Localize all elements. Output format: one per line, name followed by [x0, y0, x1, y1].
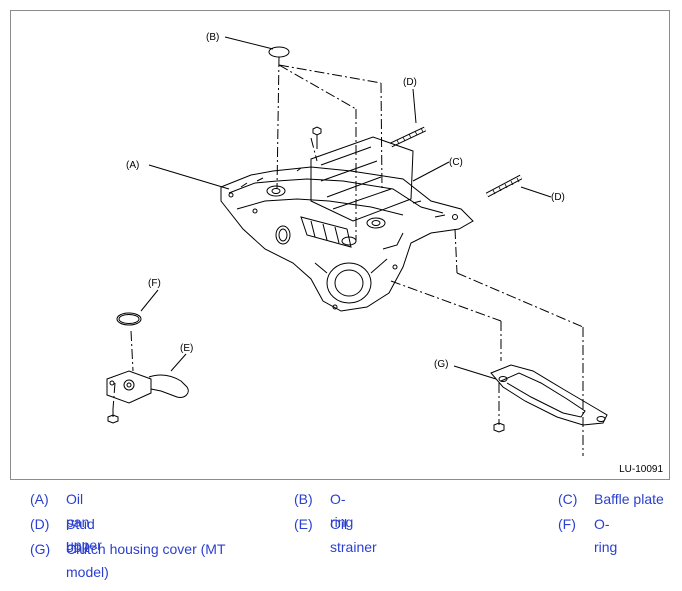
- callout-c: (C): [449, 157, 463, 168]
- legend-key: (F): [558, 516, 576, 532]
- callout-g: (G): [434, 359, 448, 370]
- legend-label: Stud bolt: [66, 516, 95, 555]
- callout-b: (B): [206, 32, 219, 43]
- legend-key: (A): [30, 491, 49, 507]
- legend-label-continued: model): [66, 564, 109, 580]
- o-ring-b: [268, 46, 290, 58]
- legend-key: (D): [30, 516, 50, 532]
- legend-label: O-ring: [330, 491, 354, 530]
- leader-lines: [140, 36, 552, 380]
- oil-strainer: [106, 370, 189, 404]
- legend-label: Oil strainer: [330, 516, 377, 555]
- callout-d-top: (D): [403, 77, 417, 88]
- legend-key: (B): [294, 491, 313, 507]
- stud-bolt-right: [485, 174, 523, 198]
- o-ring-f: [116, 312, 142, 326]
- diagram-drawing: (B) (D) (A) (C) (D) (F) (E) (G): [106, 32, 608, 456]
- legend-label: O-ring: [594, 516, 618, 555]
- small-bolt-icon: [312, 126, 322, 149]
- stud-bolt-top: [389, 126, 427, 148]
- callout-a: (A): [126, 160, 139, 171]
- legend-label: Oil pan upper: [66, 491, 102, 553]
- parts-legend: (A) Oil pan upper (B) O-ring (C) Baffle …: [0, 488, 682, 588]
- legend-label: Baffle plate: [594, 491, 664, 507]
- legend-key: (E): [294, 516, 313, 532]
- baffle-plate: [310, 136, 414, 222]
- callout-f: (F): [148, 278, 161, 289]
- legend-key: (C): [558, 491, 578, 507]
- oil-pan-upper: [220, 166, 474, 312]
- strainer-bolt-icon: [107, 409, 119, 424]
- exploded-diagram-figure: (B) (D) (A) (C) (D) (F) (E) (G): [10, 10, 670, 480]
- clutch-housing-cover: [490, 364, 608, 426]
- legend-label: Clutch housing cover (MT: [66, 541, 226, 557]
- callout-d-right: (D): [551, 192, 565, 203]
- figure-code: LU-10091: [619, 464, 663, 475]
- legend-key: (G): [30, 541, 51, 557]
- assembly-center-lines: [112, 56, 584, 456]
- callout-e: (E): [180, 343, 193, 354]
- cover-bolt-icon: [493, 419, 505, 433]
